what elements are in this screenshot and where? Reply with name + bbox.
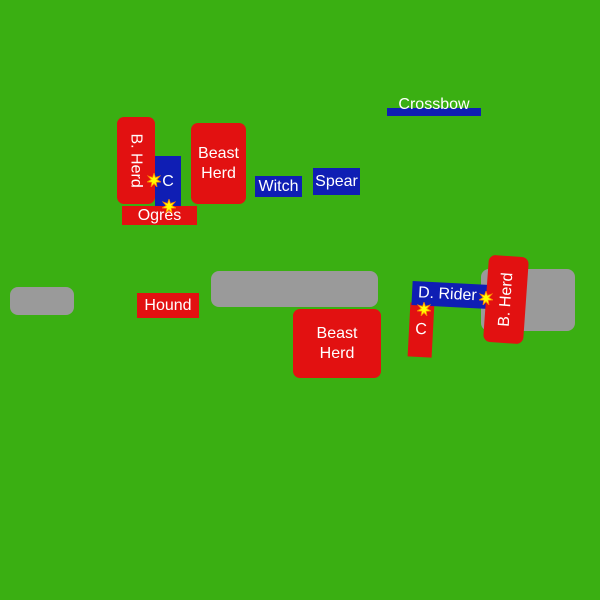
unit-label-line2: Herd <box>319 344 355 362</box>
unit-label: Witch <box>258 177 299 195</box>
unit-label: C <box>414 321 428 339</box>
combat-starburst-icon <box>417 302 431 316</box>
unit-ogres[interactable]: Ogres <box>122 206 197 225</box>
unit-hound[interactable]: Hound <box>137 293 199 318</box>
unit-left-beast-herd[interactable]: Beast Herd <box>191 123 246 204</box>
unit-center-beast-herd[interactable]: Beast Herd <box>293 309 381 378</box>
combat-starburst-icon <box>479 291 493 305</box>
unit-spear[interactable]: Spear <box>313 168 360 195</box>
unit-crossbow-label: Crossbow <box>398 96 470 113</box>
unit-witch[interactable]: Witch <box>255 176 302 197</box>
unit-label-line1: Beast <box>198 145 239 163</box>
unit-label: Hound <box>144 296 192 314</box>
unit-label: B. Herd <box>495 271 517 328</box>
unit-label-line2: Herd <box>201 164 236 182</box>
unit-label-line1: Beast <box>316 325 358 343</box>
unit-label: C <box>162 172 174 190</box>
unit-label: Spear <box>315 172 358 190</box>
combat-starburst-icon <box>147 173 161 187</box>
unit-label: B. Herd <box>127 133 145 188</box>
unit-left-beast-herd-small[interactable]: B. Herd <box>117 117 155 204</box>
unit-crossbow-base <box>387 108 481 116</box>
combat-starburst-icon <box>162 199 176 213</box>
terrain-center-rock <box>211 271 378 307</box>
unit-crossbow[interactable]: Crossbow <box>387 96 481 116</box>
terrain-left-rock <box>10 287 74 315</box>
